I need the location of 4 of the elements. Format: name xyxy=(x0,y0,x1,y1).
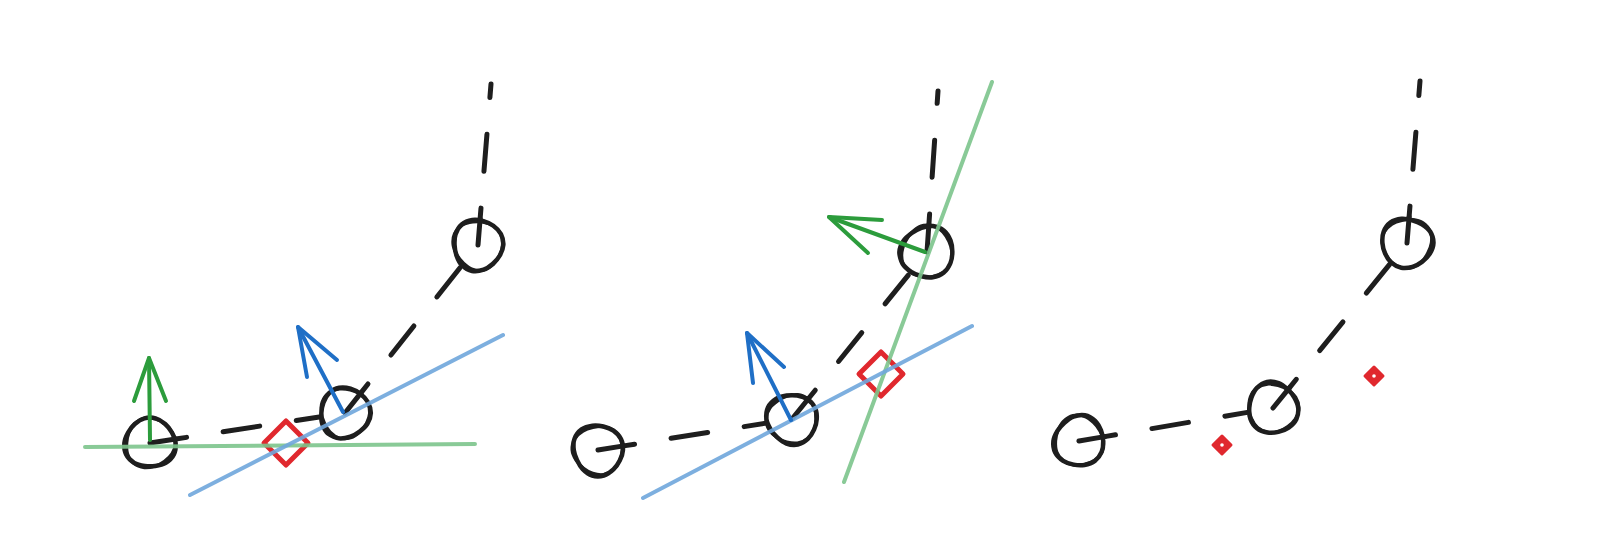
diamond-marker xyxy=(854,347,908,401)
dashed-connector xyxy=(805,270,913,402)
dashed-connector xyxy=(1286,260,1394,391)
diamond-marker xyxy=(259,416,313,470)
